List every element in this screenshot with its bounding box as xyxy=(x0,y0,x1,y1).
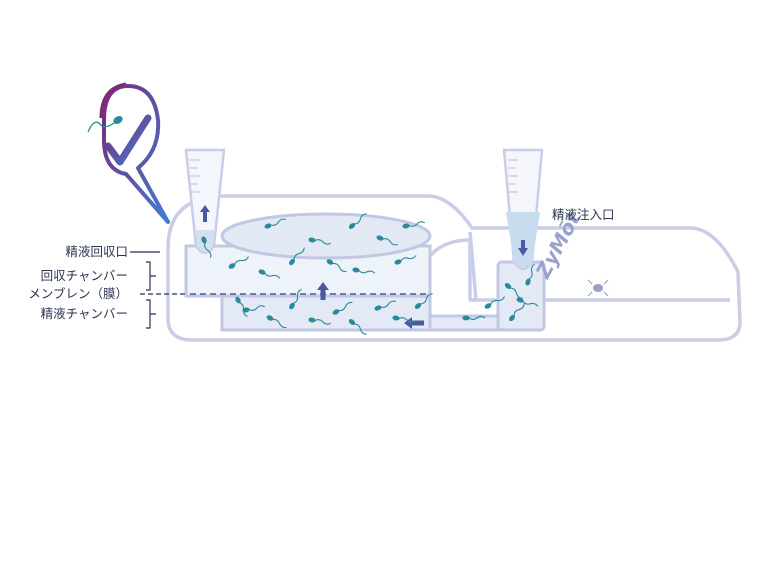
inlet-down-arrow-icon xyxy=(518,240,528,256)
sperm-icon xyxy=(394,255,417,265)
sperm-icon xyxy=(289,289,302,310)
sperm-icon xyxy=(484,296,505,309)
sperm-icon xyxy=(402,221,425,229)
sperm-icon xyxy=(462,315,486,321)
sperm-layer xyxy=(201,213,539,335)
sperm-icon xyxy=(264,218,287,229)
channel-left-arrow-icon xyxy=(404,317,424,329)
collection-chamber xyxy=(184,212,432,298)
semen-chamber-box xyxy=(220,294,432,332)
label-collection-chamber: 回収チャンバー xyxy=(40,268,128,283)
sperm-icon xyxy=(392,315,415,323)
label-semen-chamber: 精液チャンバー xyxy=(40,306,128,321)
sperm-icon xyxy=(289,247,305,266)
sperm-icon xyxy=(201,236,212,259)
sperm-icon xyxy=(326,259,347,273)
outlet-up-arrow-icon xyxy=(200,205,210,222)
sperm-icon xyxy=(376,235,399,246)
sperm-icon xyxy=(516,297,539,307)
logo-mark-icon xyxy=(587,279,609,297)
label-brackets xyxy=(130,251,186,329)
outlet-pipette xyxy=(184,148,226,255)
inlet-slope xyxy=(468,231,478,301)
sperm-icon xyxy=(332,301,353,315)
collection-chamber-bracket xyxy=(146,261,156,291)
sperm-icon xyxy=(308,237,331,245)
sperm-check-badge-icon xyxy=(87,82,170,224)
sperm-icon xyxy=(374,300,397,311)
sperm-icon xyxy=(352,267,376,274)
sperm-icon xyxy=(235,296,248,317)
sperm-icon xyxy=(414,293,433,309)
sperm-icon xyxy=(525,263,535,286)
inlet-pipette xyxy=(502,148,544,271)
membrane-up-arrow-icon xyxy=(317,282,329,300)
label-membrane: メンブレン（膜） xyxy=(28,286,128,301)
sperm-icon xyxy=(348,213,367,229)
sperm-icon xyxy=(509,303,525,322)
sperm-icon xyxy=(266,315,287,329)
label-inlet: 精液注入口 xyxy=(552,207,615,222)
sperm-icon xyxy=(348,319,367,335)
sperm-icon xyxy=(242,305,265,313)
sperm-icon xyxy=(228,256,249,269)
semen-chamber-bracket xyxy=(146,299,156,329)
sperm-icon xyxy=(258,269,281,279)
sperm-icon xyxy=(504,283,523,299)
collection-chamber-top xyxy=(220,212,432,260)
sperm-icon xyxy=(308,317,331,325)
checkmark-icon xyxy=(104,114,152,166)
label-outlet: 精液回収口 xyxy=(65,244,128,259)
